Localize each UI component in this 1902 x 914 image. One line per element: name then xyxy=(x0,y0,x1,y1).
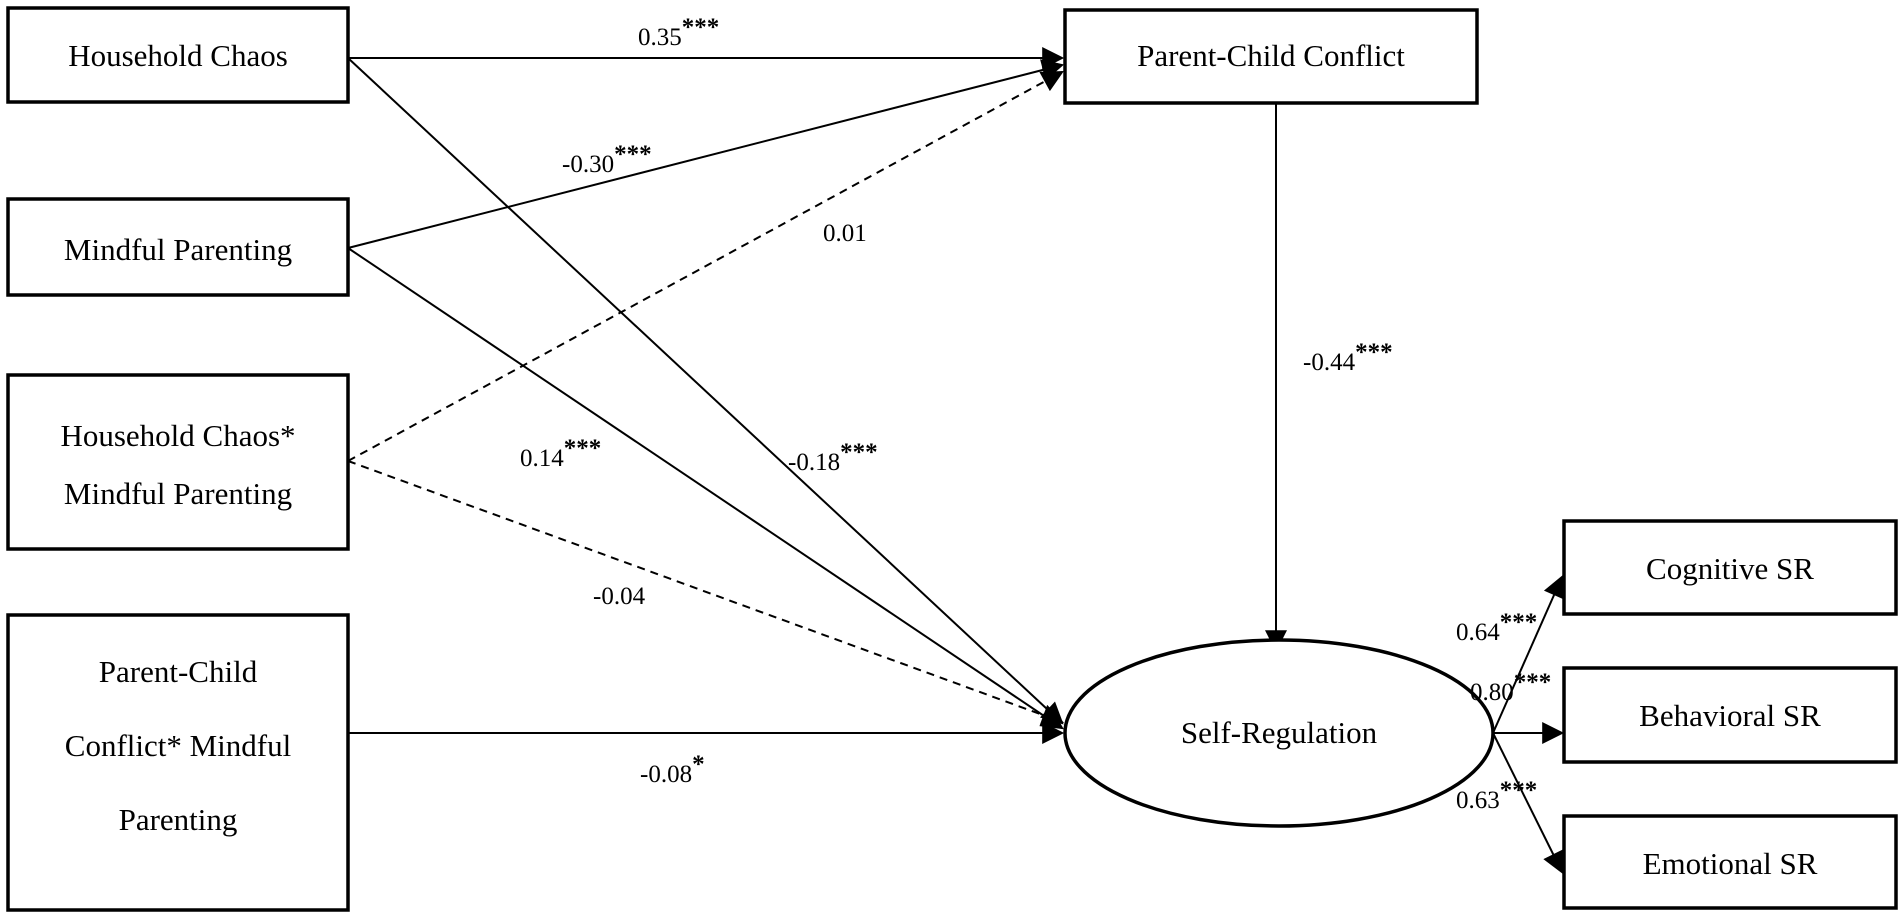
svg-text:Conflict* Mindful: Conflict* Mindful xyxy=(65,728,291,763)
svg-text:Behavioral SR: Behavioral SR xyxy=(1639,698,1821,733)
path-sr-to-emotional xyxy=(1492,732,1564,874)
path-hcmp-to-pcc xyxy=(347,70,1064,462)
path-mp-to-pcc xyxy=(347,59,1065,249)
svg-text:Self-Regulation: Self-Regulation xyxy=(1181,715,1378,750)
svg-text:Parent-Child Conflict: Parent-Child Conflict xyxy=(1137,38,1405,73)
coef-hc-to-pcc: 0.35*** xyxy=(638,14,719,51)
coef-sr-to-emotional: 0.63*** xyxy=(1456,777,1537,814)
node-parent-child-conflict: Parent-Child Conflict xyxy=(1063,8,1479,105)
coef-hc-to-sr: -0.18*** xyxy=(788,439,878,476)
node-emotional-sr: Emotional SR xyxy=(1562,814,1898,910)
coef-hcmp-to-sr: -0.04 xyxy=(593,583,646,610)
coef-sr-to-cognitive: 0.64*** xyxy=(1456,609,1537,646)
node-behavioral-sr: Behavioral SR xyxy=(1562,666,1898,764)
coef-pcc-to-sr: -0.44*** xyxy=(1303,339,1393,376)
node-household-chaos-x-mindful-parenting: Household Chaos* Mindful Parenting xyxy=(6,373,350,551)
svg-text:Mindful Parenting: Mindful Parenting xyxy=(64,232,292,267)
node-parent-child-conflict-x-mindful-parenting: Parent-Child Conflict* Mindful Parenting xyxy=(6,613,350,912)
path-hcmp-to-sr xyxy=(347,460,1065,726)
node-self-regulation: Self-Regulation xyxy=(1063,638,1495,828)
path-hc-to-sr xyxy=(347,57,1064,725)
coef-pccmp-to-sr: -0.08* xyxy=(640,751,705,788)
node-household-chaos: Household Chaos xyxy=(6,6,350,104)
node-mindful-parenting: Mindful Parenting xyxy=(6,197,350,297)
svg-text:Parenting: Parenting xyxy=(119,802,238,837)
path-sr-to-cognitive xyxy=(1492,574,1565,734)
svg-text:Cognitive SR: Cognitive SR xyxy=(1646,551,1814,586)
coef-mp-to-sr: 0.14*** xyxy=(520,435,601,472)
svg-text:Emotional SR: Emotional SR xyxy=(1643,846,1818,881)
svg-text:Household Chaos*: Household Chaos* xyxy=(60,418,295,453)
svg-text:Household Chaos: Household Chaos xyxy=(68,38,288,73)
coef-sr-to-behavioral: 0.80*** xyxy=(1470,669,1551,706)
coef-hcmp-to-pcc: 0.01 xyxy=(823,220,867,247)
coef-mp-to-pcc: -0.30*** xyxy=(562,141,652,178)
svg-text:Mindful Parenting: Mindful Parenting xyxy=(64,476,292,511)
path-mp-to-sr xyxy=(347,247,1064,730)
svg-text:Parent-Child: Parent-Child xyxy=(99,654,258,689)
node-cognitive-sr: Cognitive SR xyxy=(1562,519,1898,616)
